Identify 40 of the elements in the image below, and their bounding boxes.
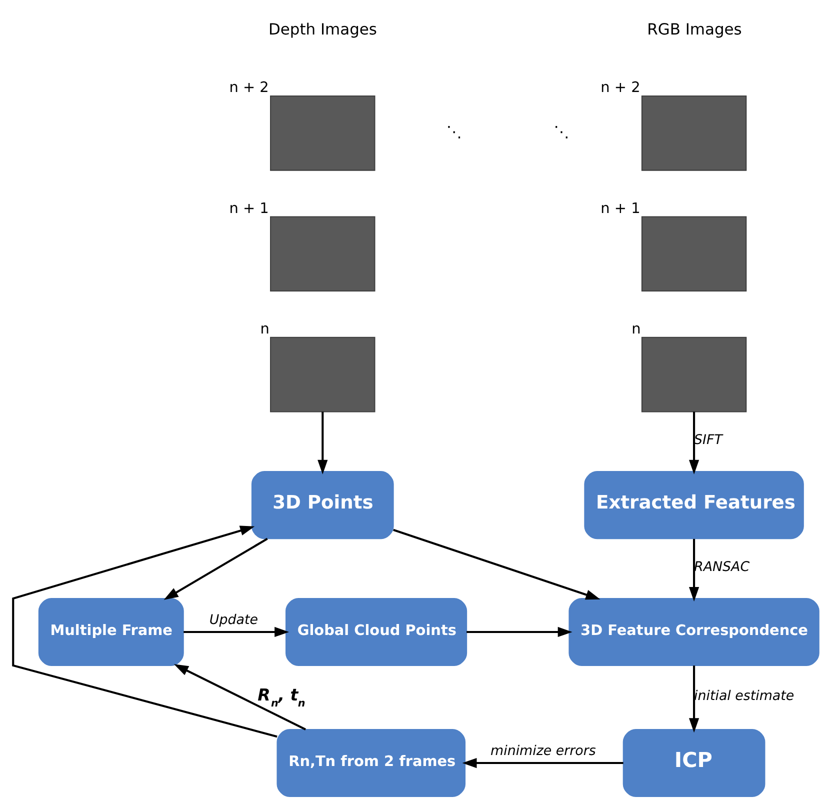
node-box: Multiple Frame: [38, 598, 184, 666]
arrow: [688, 538, 699, 602]
label: RGB Images: [646, 20, 742, 39]
arrow: [317, 412, 328, 474]
node-box: ICP: [622, 728, 765, 798]
node-label: n: [260, 322, 269, 338]
label: Depth Images: [268, 20, 377, 39]
node-box: [640, 216, 746, 292]
node-box: [270, 96, 375, 171]
node-box: Rn,Tn from 2 frames: [276, 728, 466, 798]
arrow: [462, 758, 623, 768]
arrow: [392, 528, 600, 600]
arrow: [12, 526, 277, 738]
label: ⋱: [446, 122, 462, 141]
node-box: [270, 216, 375, 292]
node-label: n + 1: [228, 200, 268, 217]
arrow: [466, 626, 572, 638]
node-box: [270, 336, 375, 412]
arrow: [183, 626, 289, 638]
edge-label: minimize errors: [490, 744, 596, 760]
node-box: 3D Points: [250, 471, 394, 540]
arrow: [163, 538, 268, 600]
node-box: [640, 96, 746, 171]
edge-label: initial estimate: [694, 688, 794, 704]
node-label: n + 2: [600, 80, 640, 96]
arrow: [173, 664, 306, 730]
node-label: n + 2: [228, 80, 268, 96]
node-box: Global Cloud Points: [285, 598, 467, 666]
edge-label: R$_{n}$, t$_{n}$: [257, 685, 305, 710]
label: ⋱: [553, 122, 569, 141]
edge-label: SIFT: [694, 433, 722, 448]
node-label: n + 1: [600, 200, 640, 217]
edge-label: Update: [208, 613, 258, 628]
arrow: [688, 412, 699, 474]
node-box: [640, 336, 746, 412]
node-box: Extracted Features: [584, 471, 804, 540]
node-label: n: [631, 322, 640, 338]
arrow: [688, 666, 699, 733]
edge-label: RANSAC: [694, 560, 750, 576]
node-box: 3D Feature Correspondence: [568, 598, 819, 666]
